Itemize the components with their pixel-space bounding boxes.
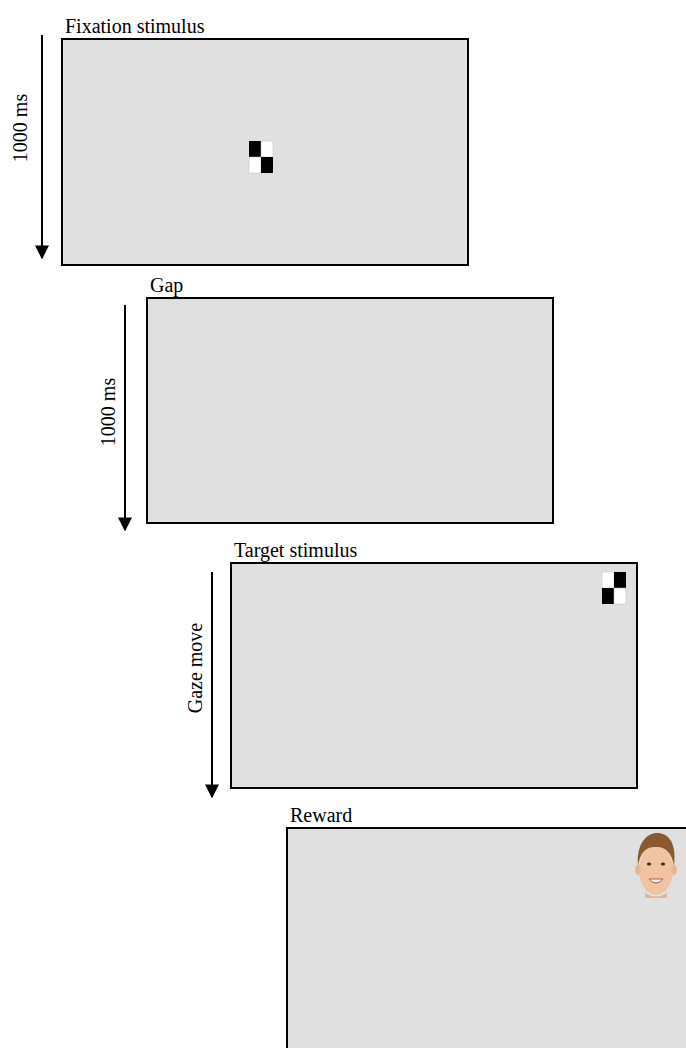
- screen-panel: Fixation stimulus: [61, 38, 469, 266]
- duration-label: 1000 ms: [9, 94, 31, 162]
- screen-ground: [286, 827, 686, 1048]
- screen-ground: [230, 562, 638, 789]
- checkerboard-stimulus: [249, 141, 273, 173]
- screen-title: Gap: [150, 274, 183, 297]
- checkerboard-stimulus: [602, 572, 626, 604]
- screen-panel: Target stimulus: [230, 562, 638, 789]
- time-arrow: [211, 572, 213, 797]
- face-reward: [635, 833, 677, 898]
- time-arrow: [124, 305, 126, 530]
- screen-title: Fixation stimulus: [65, 15, 204, 38]
- screen-ground: [146, 297, 554, 524]
- duration-label: 1000 ms: [97, 378, 119, 446]
- screen-ground: [61, 38, 469, 266]
- duration-label: Gaze move: [184, 623, 206, 714]
- screen-panel: Reward: [286, 827, 686, 1048]
- time-arrow: [41, 35, 43, 258]
- screen-panel: Gap: [146, 297, 554, 524]
- screen-title: Reward: [290, 804, 352, 827]
- screen-title: Target stimulus: [234, 539, 357, 562]
